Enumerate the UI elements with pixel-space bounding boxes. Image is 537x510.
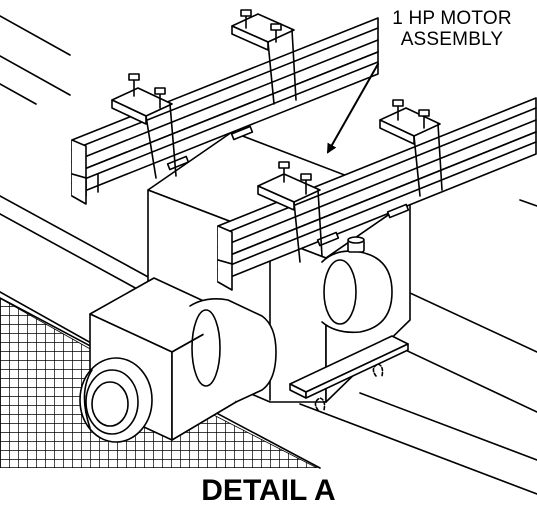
callout-line-2: ASSEMBLY [400, 29, 504, 50]
background-frame-lines [0, 15, 537, 495]
detail-caption: DETAIL A [201, 474, 336, 507]
channel-clamp-lower-left [257, 161, 323, 263]
motor-assembly-callout: 1 HP MOTOR ASSEMBLY [372, 8, 532, 50]
channel-clamp-upper-right [231, 9, 297, 105]
channel-clamp-lower-right [379, 99, 443, 197]
motor-end-cap [79, 357, 153, 443]
channel-clamp-upper-left [111, 73, 177, 179]
callout-line-1: 1 HP MOTOR [392, 8, 512, 29]
callout-leader-arrow [327, 63, 379, 154]
shaft-collar [321, 236, 393, 334]
mounting-plate [289, 335, 409, 411]
